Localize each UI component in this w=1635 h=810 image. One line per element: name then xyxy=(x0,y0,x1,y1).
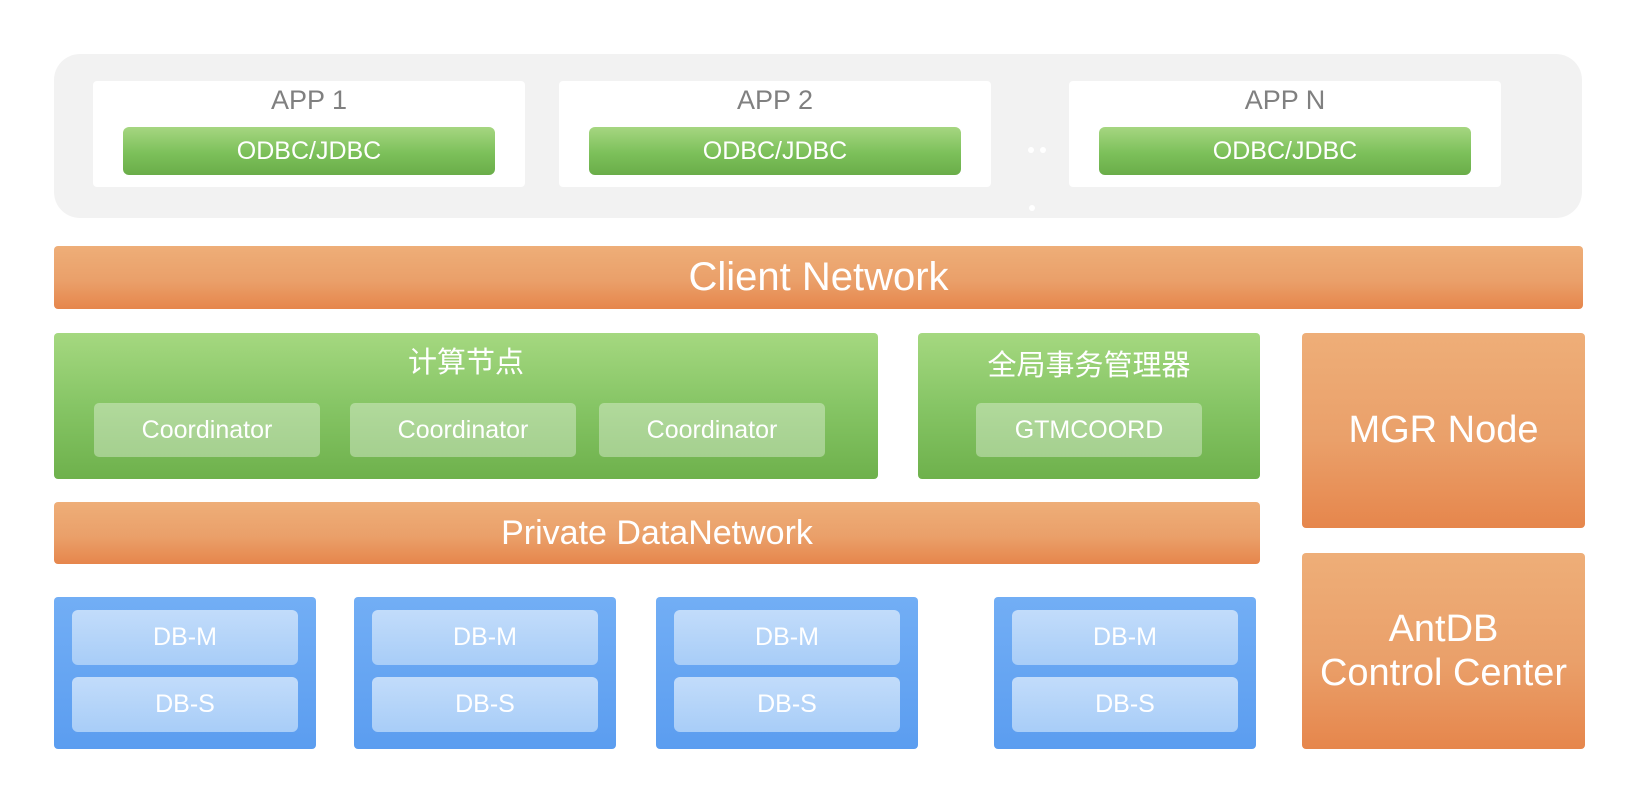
coordinator-node: Coordinator xyxy=(599,403,825,457)
mgr-node-block: MGR Node xyxy=(1302,333,1585,528)
db-group-1: DB-M DB-S xyxy=(54,597,316,749)
gtm-title: 全局事务管理器 xyxy=(987,350,1191,382)
app-title: APP N xyxy=(1244,85,1326,115)
db-slave: DB-S xyxy=(674,677,900,732)
db-slave: DB-S xyxy=(372,677,598,732)
ellipsis-dots xyxy=(1012,132,1052,222)
odbc-jdbc-driver: ODBC/JDBC xyxy=(123,127,495,175)
control-center-line1: AntDB xyxy=(1388,608,1499,650)
compute-node-block: 计算节点 Coordinator Coordinator Coordinator xyxy=(54,333,878,479)
db-master: DB-M xyxy=(674,610,900,665)
db-slave: DB-S xyxy=(72,677,298,732)
db-master: DB-M xyxy=(72,610,298,665)
app-card-2: APP 2 ODBC/JDBC xyxy=(559,81,991,187)
coordinator-node: Coordinator xyxy=(94,403,320,457)
private-datanetwork-bar: Private DataNetwork xyxy=(54,502,1260,564)
dot xyxy=(1028,147,1034,153)
gtm-block: 全局事务管理器 GTMCOORD xyxy=(918,333,1260,479)
compute-node-title: 计算节点 xyxy=(407,347,524,379)
db-slave: DB-S xyxy=(1012,677,1238,732)
mgr-node-label: MGR Node xyxy=(1348,409,1539,451)
app-title: APP 2 xyxy=(736,85,814,115)
odbc-jdbc-driver: ODBC/JDBC xyxy=(589,127,961,175)
db-group-2: DB-M DB-S xyxy=(354,597,616,749)
odbc-jdbc-driver: ODBC/JDBC xyxy=(1099,127,1471,175)
db-group-4: DB-M DB-S xyxy=(994,597,1256,749)
db-master: DB-M xyxy=(372,610,598,665)
coordinator-node: Coordinator xyxy=(350,403,576,457)
db-group-3: DB-M DB-S xyxy=(656,597,918,749)
control-center-line2: Control Center xyxy=(1319,652,1568,694)
dot xyxy=(1040,147,1046,153)
app-card-n: APP N ODBC/JDBC xyxy=(1069,81,1501,187)
client-network-bar: Client Network xyxy=(54,246,1583,309)
app-title: APP 1 xyxy=(270,85,348,115)
antdb-control-center-block: AntDB Control Center xyxy=(1302,553,1585,749)
db-master: DB-M xyxy=(1012,610,1238,665)
dot xyxy=(1029,205,1035,211)
app-card-1: APP 1 ODBC/JDBC xyxy=(93,81,525,187)
gtmcoord-node: GTMCOORD xyxy=(976,403,1202,457)
